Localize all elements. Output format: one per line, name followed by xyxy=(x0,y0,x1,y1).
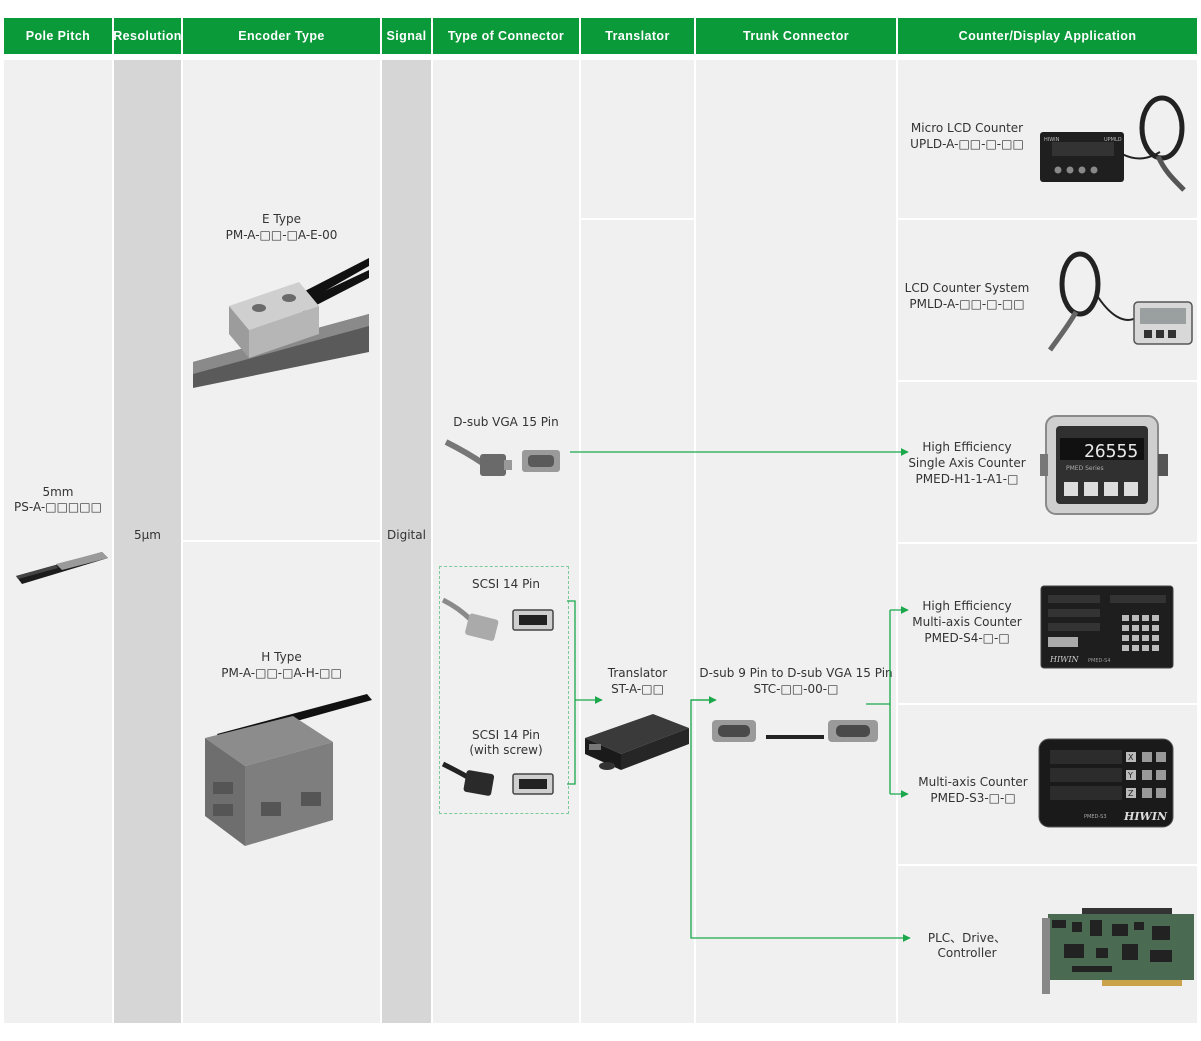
pole-pitch-code: PS-A-□□□□□ xyxy=(14,500,102,514)
encoder-e-code: PM-A-□□-□A-E-00 xyxy=(225,228,338,242)
translator-title: Translator xyxy=(607,666,668,680)
encoder-h-title: H Type xyxy=(261,650,302,664)
encoder-h-image xyxy=(205,694,372,846)
app-single-axis-line1: High Efficiency xyxy=(922,440,1012,454)
scsi-connector-image xyxy=(441,597,554,641)
column-connector xyxy=(433,60,579,1023)
single-axis-display-value: 26555 xyxy=(1084,441,1138,462)
scsi-screw-connector-image xyxy=(441,761,554,796)
micro-lcd-counter-image: HIWIN UPMLD xyxy=(1040,95,1186,192)
s4-brand: HIWIN xyxy=(1049,655,1080,664)
header-resolution: Resolution xyxy=(113,18,181,54)
s3-axis-y: Y xyxy=(1127,771,1133,780)
app-multi-s3-line2: PMED-S3-□-□ xyxy=(930,791,1016,805)
micro-lcd-brand: HIWIN xyxy=(1044,137,1060,143)
s3-brand: HIWIN xyxy=(1123,810,1168,823)
header-trunk-connector: Trunk Connector xyxy=(696,18,896,54)
magnetic-scale-image xyxy=(16,552,108,584)
column-signal xyxy=(382,60,431,1023)
header-translator: Translator xyxy=(581,18,694,54)
s3-axis-z: Z xyxy=(1128,789,1134,798)
cell-translator-top xyxy=(581,60,694,218)
plc-board-image xyxy=(1042,908,1194,994)
micro-lcd-model: UPMLD xyxy=(1104,137,1122,143)
app-micro-lcd-line1: Micro LCD Counter xyxy=(910,121,1024,135)
trunk-title: D-sub 9 Pin to D-sub VGA 15 Pin xyxy=(699,666,893,680)
trunk-code: STC-□□-00-□ xyxy=(753,682,839,696)
connector-scsi-screw-sub: (with screw) xyxy=(469,743,543,757)
column-trunk xyxy=(696,60,896,1023)
connector-scsi-screw-title: SCSI 14 Pin xyxy=(472,728,540,742)
s4-model: PMED-S4 xyxy=(1088,658,1111,664)
encoder-e-title: E Type xyxy=(262,212,301,226)
translator-box-image xyxy=(585,714,689,770)
app-plc-line2: Controller xyxy=(937,946,997,960)
app-micro-lcd-line2: UPLD-A-□□-□-□□ xyxy=(910,137,1024,151)
encoder-h-code: PM-A-□□-□A-H-□□ xyxy=(221,666,342,680)
cell-translator-main xyxy=(581,220,694,1023)
single-axis-counter-image: 26555 PMED Series xyxy=(1040,415,1168,515)
trunk-cable-image xyxy=(712,720,878,742)
dsub-vga-connector-image xyxy=(444,439,560,476)
multi-axis-s4-counter-image: HIWIN PMED-S4 xyxy=(1040,585,1174,669)
header-signal: Signal xyxy=(382,18,431,54)
multi-axis-s3-counter-image: X Y Z PMED-S3 HIWIN xyxy=(1038,738,1174,828)
single-axis-series: PMED Series xyxy=(1066,465,1104,472)
app-plc-line1: PLC、Drive、 xyxy=(927,931,1007,945)
app-multi-s4-line2: Multi-axis Counter xyxy=(912,615,1022,629)
app-multi-s3-line1: Multi-axis Counter xyxy=(918,775,1028,789)
connector-dsub-title: D-sub VGA 15 Pin xyxy=(453,415,559,429)
connector-scsi-title: SCSI 14 Pin xyxy=(472,577,540,591)
header-counter-display: Counter/Display Application xyxy=(898,18,1197,54)
s3-model: PMED-S3 xyxy=(1084,814,1107,820)
column-resolution xyxy=(114,60,181,1023)
resolution-value: 5μm xyxy=(134,528,161,542)
app-multi-s4-line1: High Efficiency xyxy=(922,599,1012,613)
app-multi-s4-line3: PMED-S4-□-□ xyxy=(924,631,1010,645)
column-pole-pitch xyxy=(4,60,112,1023)
cell-app-2 xyxy=(898,220,1197,380)
header-encoder-type: Encoder Type xyxy=(183,18,380,54)
app-single-axis-line2: Single Axis Counter xyxy=(908,456,1026,470)
s3-axis-x: X xyxy=(1128,753,1134,762)
app-lcd-system-line1: LCD Counter System xyxy=(904,281,1030,295)
app-single-axis-line3: PMED-H1-1-A1-□ xyxy=(915,472,1019,486)
app-lcd-system-line2: PMLD-A-□□-□-□□ xyxy=(909,297,1025,311)
translator-code: ST-A-□□ xyxy=(611,682,664,696)
encoder-e-image xyxy=(193,258,369,388)
header-connector-type: Type of Connector xyxy=(433,18,579,54)
pole-pitch-title: 5mm xyxy=(42,485,74,499)
header-pole-pitch: Pole Pitch xyxy=(4,18,112,54)
lcd-counter-system-image xyxy=(1047,251,1193,352)
signal-value: Digital xyxy=(387,528,426,542)
